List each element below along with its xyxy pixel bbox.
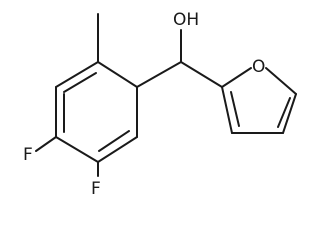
benzene-ring (55, 61, 138, 163)
double-bond-inner (98, 130, 130, 152)
bond (97, 61, 138, 88)
hydroxyl-label: OH (173, 10, 199, 30)
fluorine-label-top: F (23, 145, 33, 165)
fluorine-bond-top (35, 136, 57, 152)
bond (265, 67, 297, 95)
bond (97, 136, 138, 163)
furan-ring (221, 67, 297, 134)
bond (55, 136, 99, 163)
aryl-carbinol-bond (136, 61, 182, 88)
double-bond-inner (230, 91, 240, 127)
fluorine-label-bottom: F (91, 179, 101, 199)
double-bond-inner (277, 97, 291, 128)
furan-oxygen-label: O (252, 57, 265, 77)
molecule-drawing: OH O F F (23, 10, 297, 199)
bond (55, 61, 99, 88)
bond (221, 86, 233, 134)
bond (282, 93, 297, 134)
structure-diagram: OH O F F (23, 10, 297, 199)
double-bond-inner (63, 72, 97, 93)
bond (221, 67, 252, 88)
carbinol-furan-bond (180, 61, 223, 88)
